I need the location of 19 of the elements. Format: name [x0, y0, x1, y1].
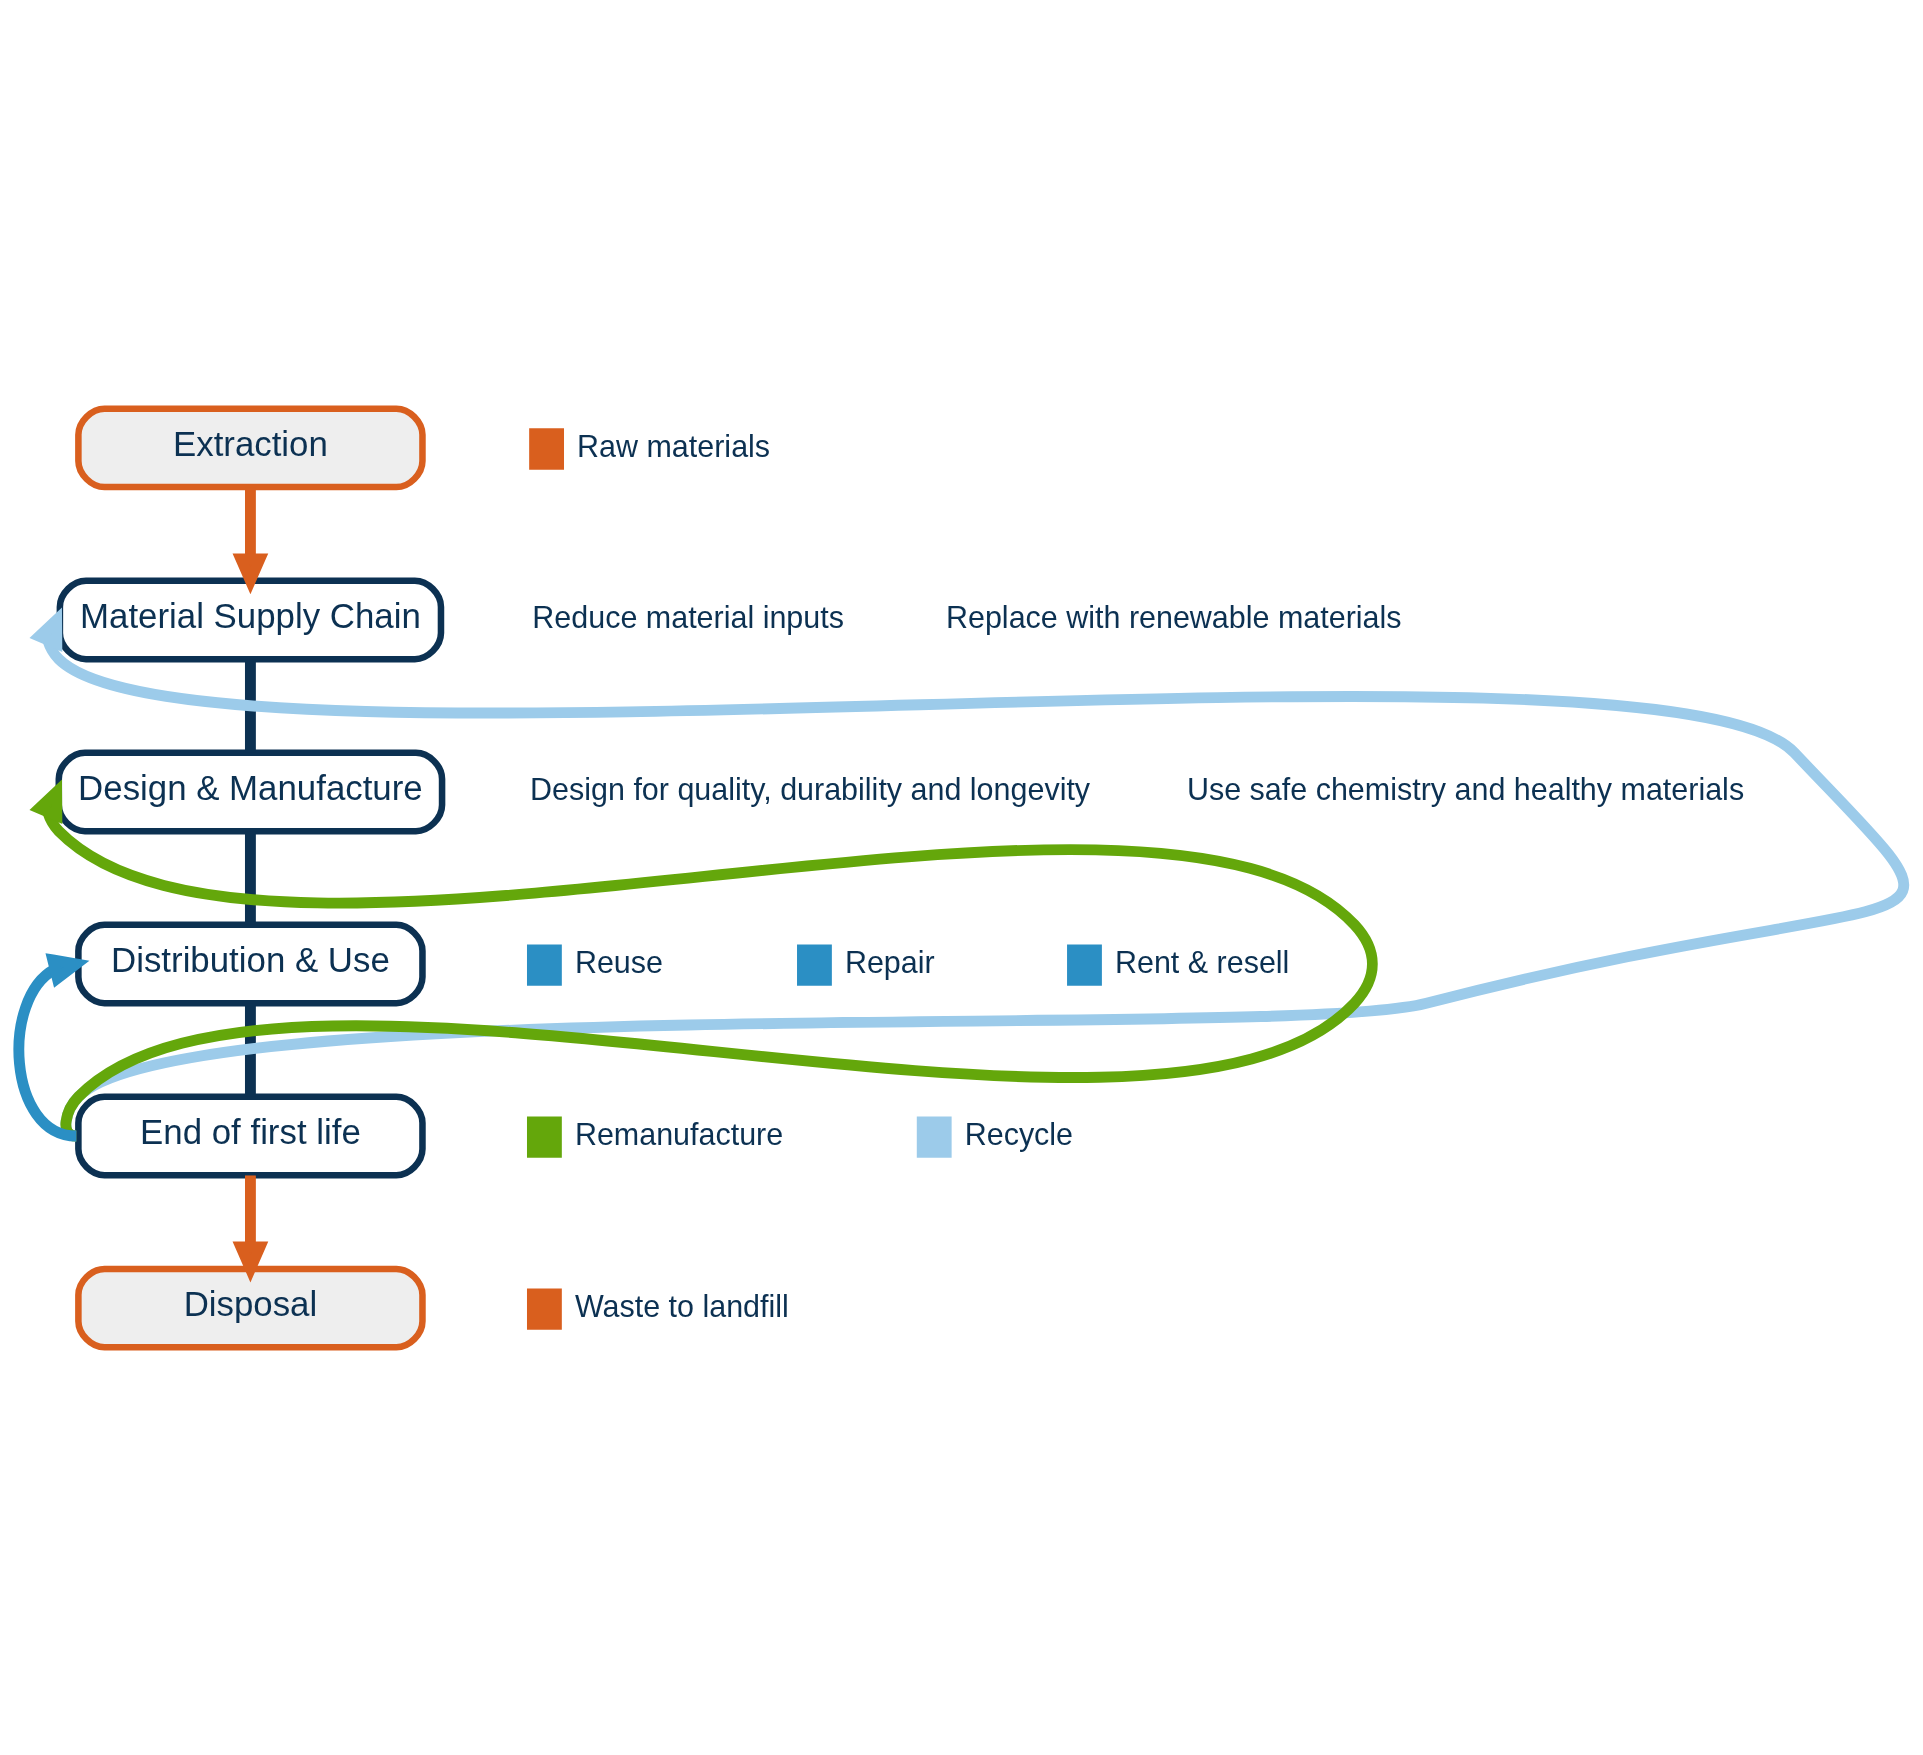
legend-label: Remanufacture [574, 1116, 784, 1151]
legend-label: Waste to landfill [574, 1288, 789, 1323]
label: Use safe chemistry and healthy materials [1186, 771, 1745, 806]
node-box: Distribution & Use [75, 921, 426, 1006]
node-box: Material Supply Chain [56, 577, 445, 662]
legend-label: Rent & resell [1114, 944, 1290, 979]
arrow [232, 1174, 269, 1282]
arrow [13, 952, 90, 1141]
legend-label: Raw materials [577, 428, 771, 463]
label: Replace with renewable materials [945, 599, 1402, 634]
node-box: Design & Manufacture [55, 749, 446, 834]
legend-label: Recycle [964, 1116, 1074, 1151]
legend-label: Reuse [574, 944, 663, 979]
node-box: Extraction [75, 404, 426, 490]
label: Design for quality, durability and longevity [530, 771, 1091, 806]
legend-label: Repair [844, 944, 935, 979]
node-box: End of first life [75, 1093, 426, 1178]
node-box: Disposal [75, 1265, 426, 1351]
label: Reduce material inputs [532, 599, 844, 634]
